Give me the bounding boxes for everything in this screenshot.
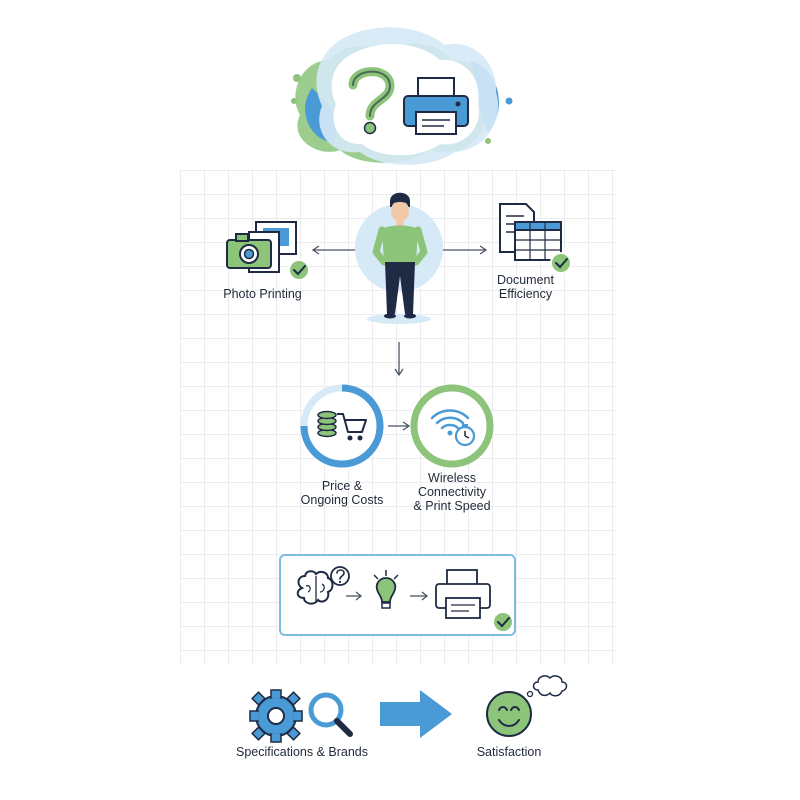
ring-price-costs (300, 384, 384, 468)
process-arrow-1 (346, 591, 363, 601)
connector-down (394, 342, 404, 377)
stopwatch-icon (454, 424, 476, 447)
person-icon (372, 192, 428, 319)
wifi-icon (430, 409, 470, 436)
connector-left (311, 245, 355, 255)
check-badge-icon (550, 252, 572, 274)
arrow-right-icon (380, 690, 452, 738)
coin-stack-icon (317, 410, 337, 438)
thought-bubble-icon (526, 675, 568, 698)
magnifier-icon (308, 692, 353, 737)
spreadsheet-icon (514, 221, 562, 261)
check-badge-icon (492, 611, 514, 633)
lightbulb-icon (373, 570, 399, 609)
camera-icon (226, 233, 272, 269)
hero-cloud (291, 27, 513, 165)
label-photo-printing: Photo Printing (223, 287, 302, 301)
connector-right (443, 245, 488, 255)
shopping-cart-icon (337, 413, 367, 441)
printer-icon (435, 569, 491, 619)
printer-icon (403, 77, 469, 135)
label-specs-brands: Specifications & Brands (235, 745, 368, 759)
label-wireless-speed: Wireless Connectivity & Print Speed (413, 471, 491, 513)
label-price-costs: Price & Ongoing Costs (300, 479, 384, 507)
gear-icon (249, 689, 303, 743)
process-arrow-2 (410, 591, 429, 601)
smiley-icon (486, 691, 532, 737)
question-bubble-icon (330, 566, 350, 586)
label-satisfaction: Satisfaction (476, 745, 542, 759)
connector-ring (388, 421, 411, 431)
check-badge-icon (288, 259, 310, 281)
label-document-efficiency: Document Efficiency (497, 273, 554, 301)
question-mark-icon (348, 67, 395, 135)
brain-icon (296, 570, 334, 605)
